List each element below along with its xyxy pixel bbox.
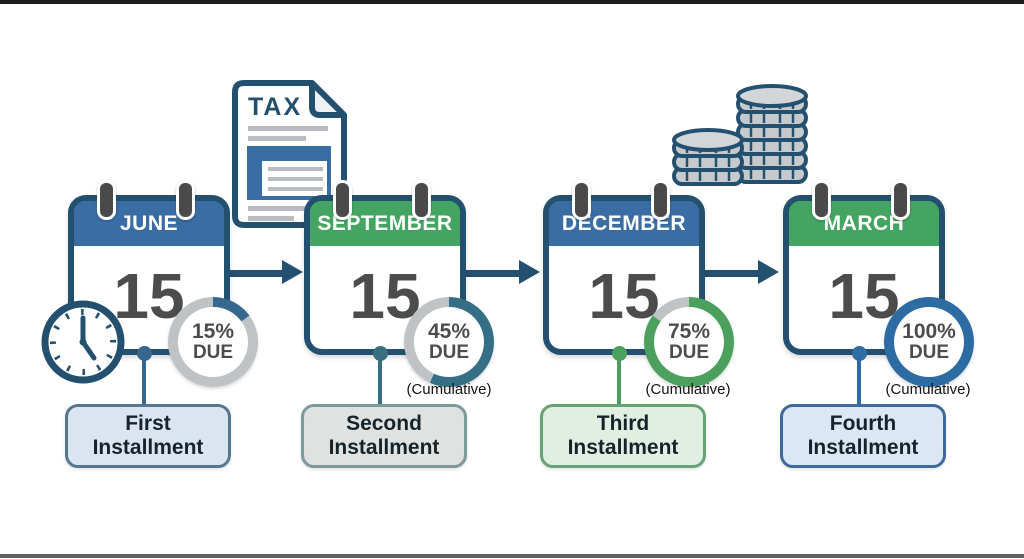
connector-dot bbox=[137, 346, 152, 361]
due-label: DUE bbox=[192, 341, 234, 363]
calendar-pin-icon bbox=[333, 180, 352, 220]
calendar-pin-icon bbox=[891, 180, 910, 220]
arrow-line-1 bbox=[216, 270, 283, 277]
installment-label-box: Second Installment bbox=[301, 404, 467, 468]
connector-stem bbox=[378, 352, 382, 408]
calendar-pin-icon bbox=[176, 180, 195, 220]
installment-label-box: Fourth Installment bbox=[780, 404, 946, 468]
connector-stem bbox=[142, 352, 146, 408]
installment-label: Third Installment bbox=[567, 411, 679, 459]
coins-icon bbox=[672, 84, 808, 186]
connector-dot bbox=[612, 346, 627, 361]
due-percent: 75% bbox=[667, 319, 711, 343]
tax-document-icon: TAX bbox=[232, 80, 347, 228]
arrow-line-3 bbox=[690, 270, 759, 277]
calendar-day: 15 bbox=[588, 260, 660, 332]
installment-group-2: SEPTEMBER 15 45% DUE (Cumulative) Second… bbox=[301, 0, 494, 559]
connector-stem bbox=[617, 352, 621, 408]
progress-ring: 15% DUE bbox=[168, 297, 258, 387]
calendar-pin-icon bbox=[812, 180, 831, 220]
due-percent: 15% bbox=[191, 319, 235, 343]
cumulative-note: (Cumulative) bbox=[406, 381, 492, 398]
progress-ring: 75% DUE bbox=[644, 297, 734, 387]
arrow-line-2 bbox=[451, 270, 520, 277]
connector-dot bbox=[373, 346, 388, 361]
installment-group-4: MARCH 15 100% DUE (Cumulative) Fourth In… bbox=[780, 0, 974, 559]
installment-label: First Installment bbox=[92, 411, 204, 459]
progress-ring: 100% DUE bbox=[884, 297, 974, 387]
calendar-month-header: SEPTEMBER bbox=[310, 201, 460, 246]
calendar-day: 15 bbox=[828, 260, 900, 332]
due-percent: 100% bbox=[902, 319, 956, 343]
arrow-icon-3 bbox=[758, 260, 779, 284]
calendar-pin-icon bbox=[412, 180, 431, 220]
cumulative-note: (Cumulative) bbox=[885, 381, 971, 398]
calendar-june: JUNE 15 bbox=[68, 195, 230, 355]
tax-document-label: TAX bbox=[248, 93, 302, 121]
installment-label-box: Third Installment bbox=[540, 404, 706, 468]
due-percent: 45% bbox=[427, 319, 471, 343]
installment-label: Fourth Installment bbox=[807, 411, 919, 459]
connector-dot bbox=[852, 346, 867, 361]
due-label: DUE bbox=[668, 341, 710, 363]
installment-label-box: First Installment bbox=[65, 404, 231, 468]
progress-ring: 45% DUE bbox=[404, 297, 494, 387]
calendar-pin-icon bbox=[572, 180, 591, 220]
clock-icon bbox=[41, 300, 125, 384]
connector-stem bbox=[857, 352, 861, 408]
installment-label: Second Installment bbox=[328, 411, 440, 459]
due-label: DUE bbox=[428, 341, 470, 363]
installment-group-1: JUNE 15 15% DUE First Installment bbox=[65, 0, 258, 559]
bottom-border-line bbox=[0, 554, 1024, 558]
arrow-icon-1 bbox=[282, 260, 303, 284]
installment-group-3: DECEMBER 15 75% DUE (Cumulative) Third I… bbox=[540, 0, 734, 559]
due-label: DUE bbox=[908, 341, 950, 363]
calendar-pin-icon bbox=[97, 180, 116, 220]
calendar-december: DECEMBER 15 bbox=[543, 195, 705, 355]
calendar-pin-icon bbox=[651, 180, 670, 220]
top-border-line bbox=[0, 0, 1024, 4]
cumulative-note: (Cumulative) bbox=[645, 381, 731, 398]
arrow-icon-2 bbox=[519, 260, 540, 284]
